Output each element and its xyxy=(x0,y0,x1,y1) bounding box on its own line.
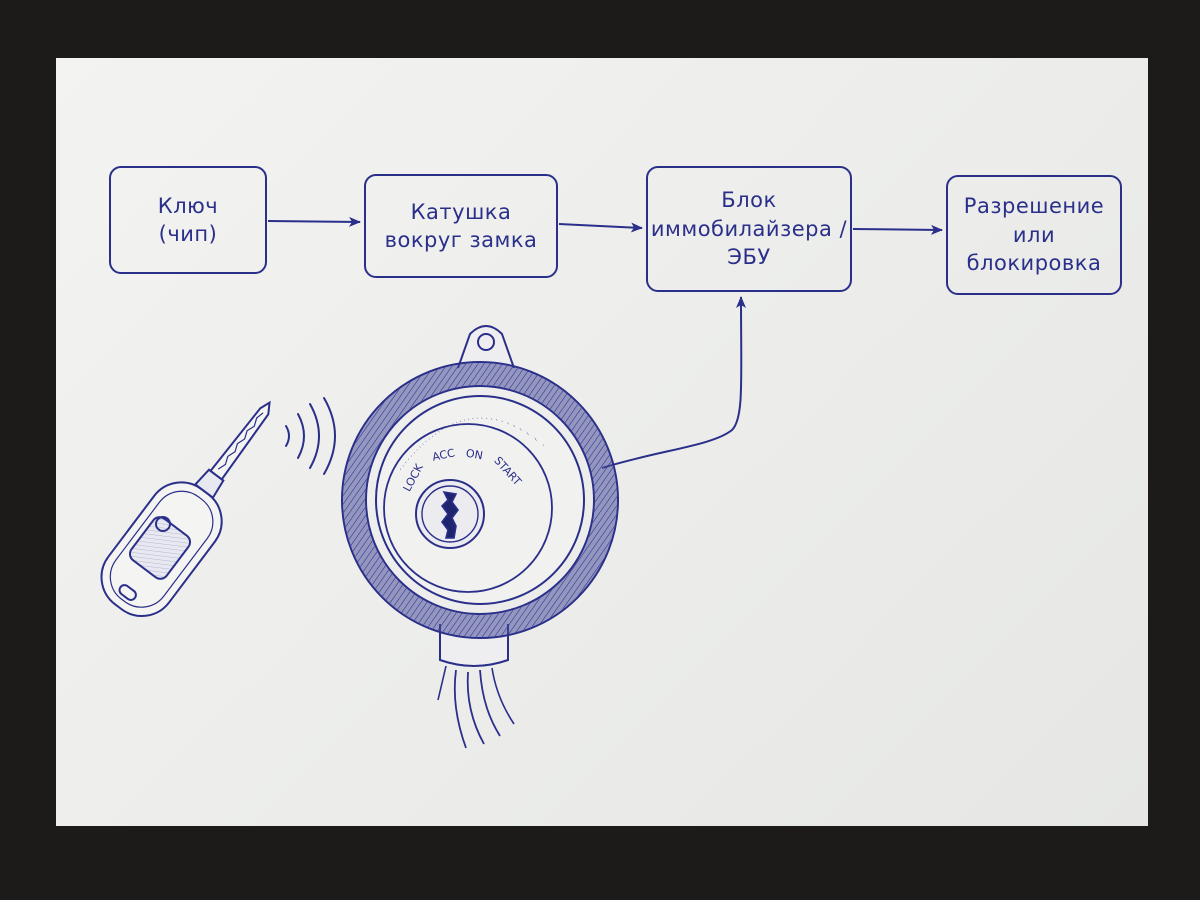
arrow-coil-wire-to-ecu xyxy=(602,297,741,468)
car-key-icon xyxy=(88,381,302,630)
signal-waves-icon xyxy=(286,398,335,474)
arrow-ecu-to-result xyxy=(853,229,942,230)
arrow-coil-to-ecu xyxy=(559,224,642,228)
ignition-switch-coil-icon: LOCK ACC ON START xyxy=(342,326,618,748)
arrow-key-to-coil xyxy=(268,221,360,222)
